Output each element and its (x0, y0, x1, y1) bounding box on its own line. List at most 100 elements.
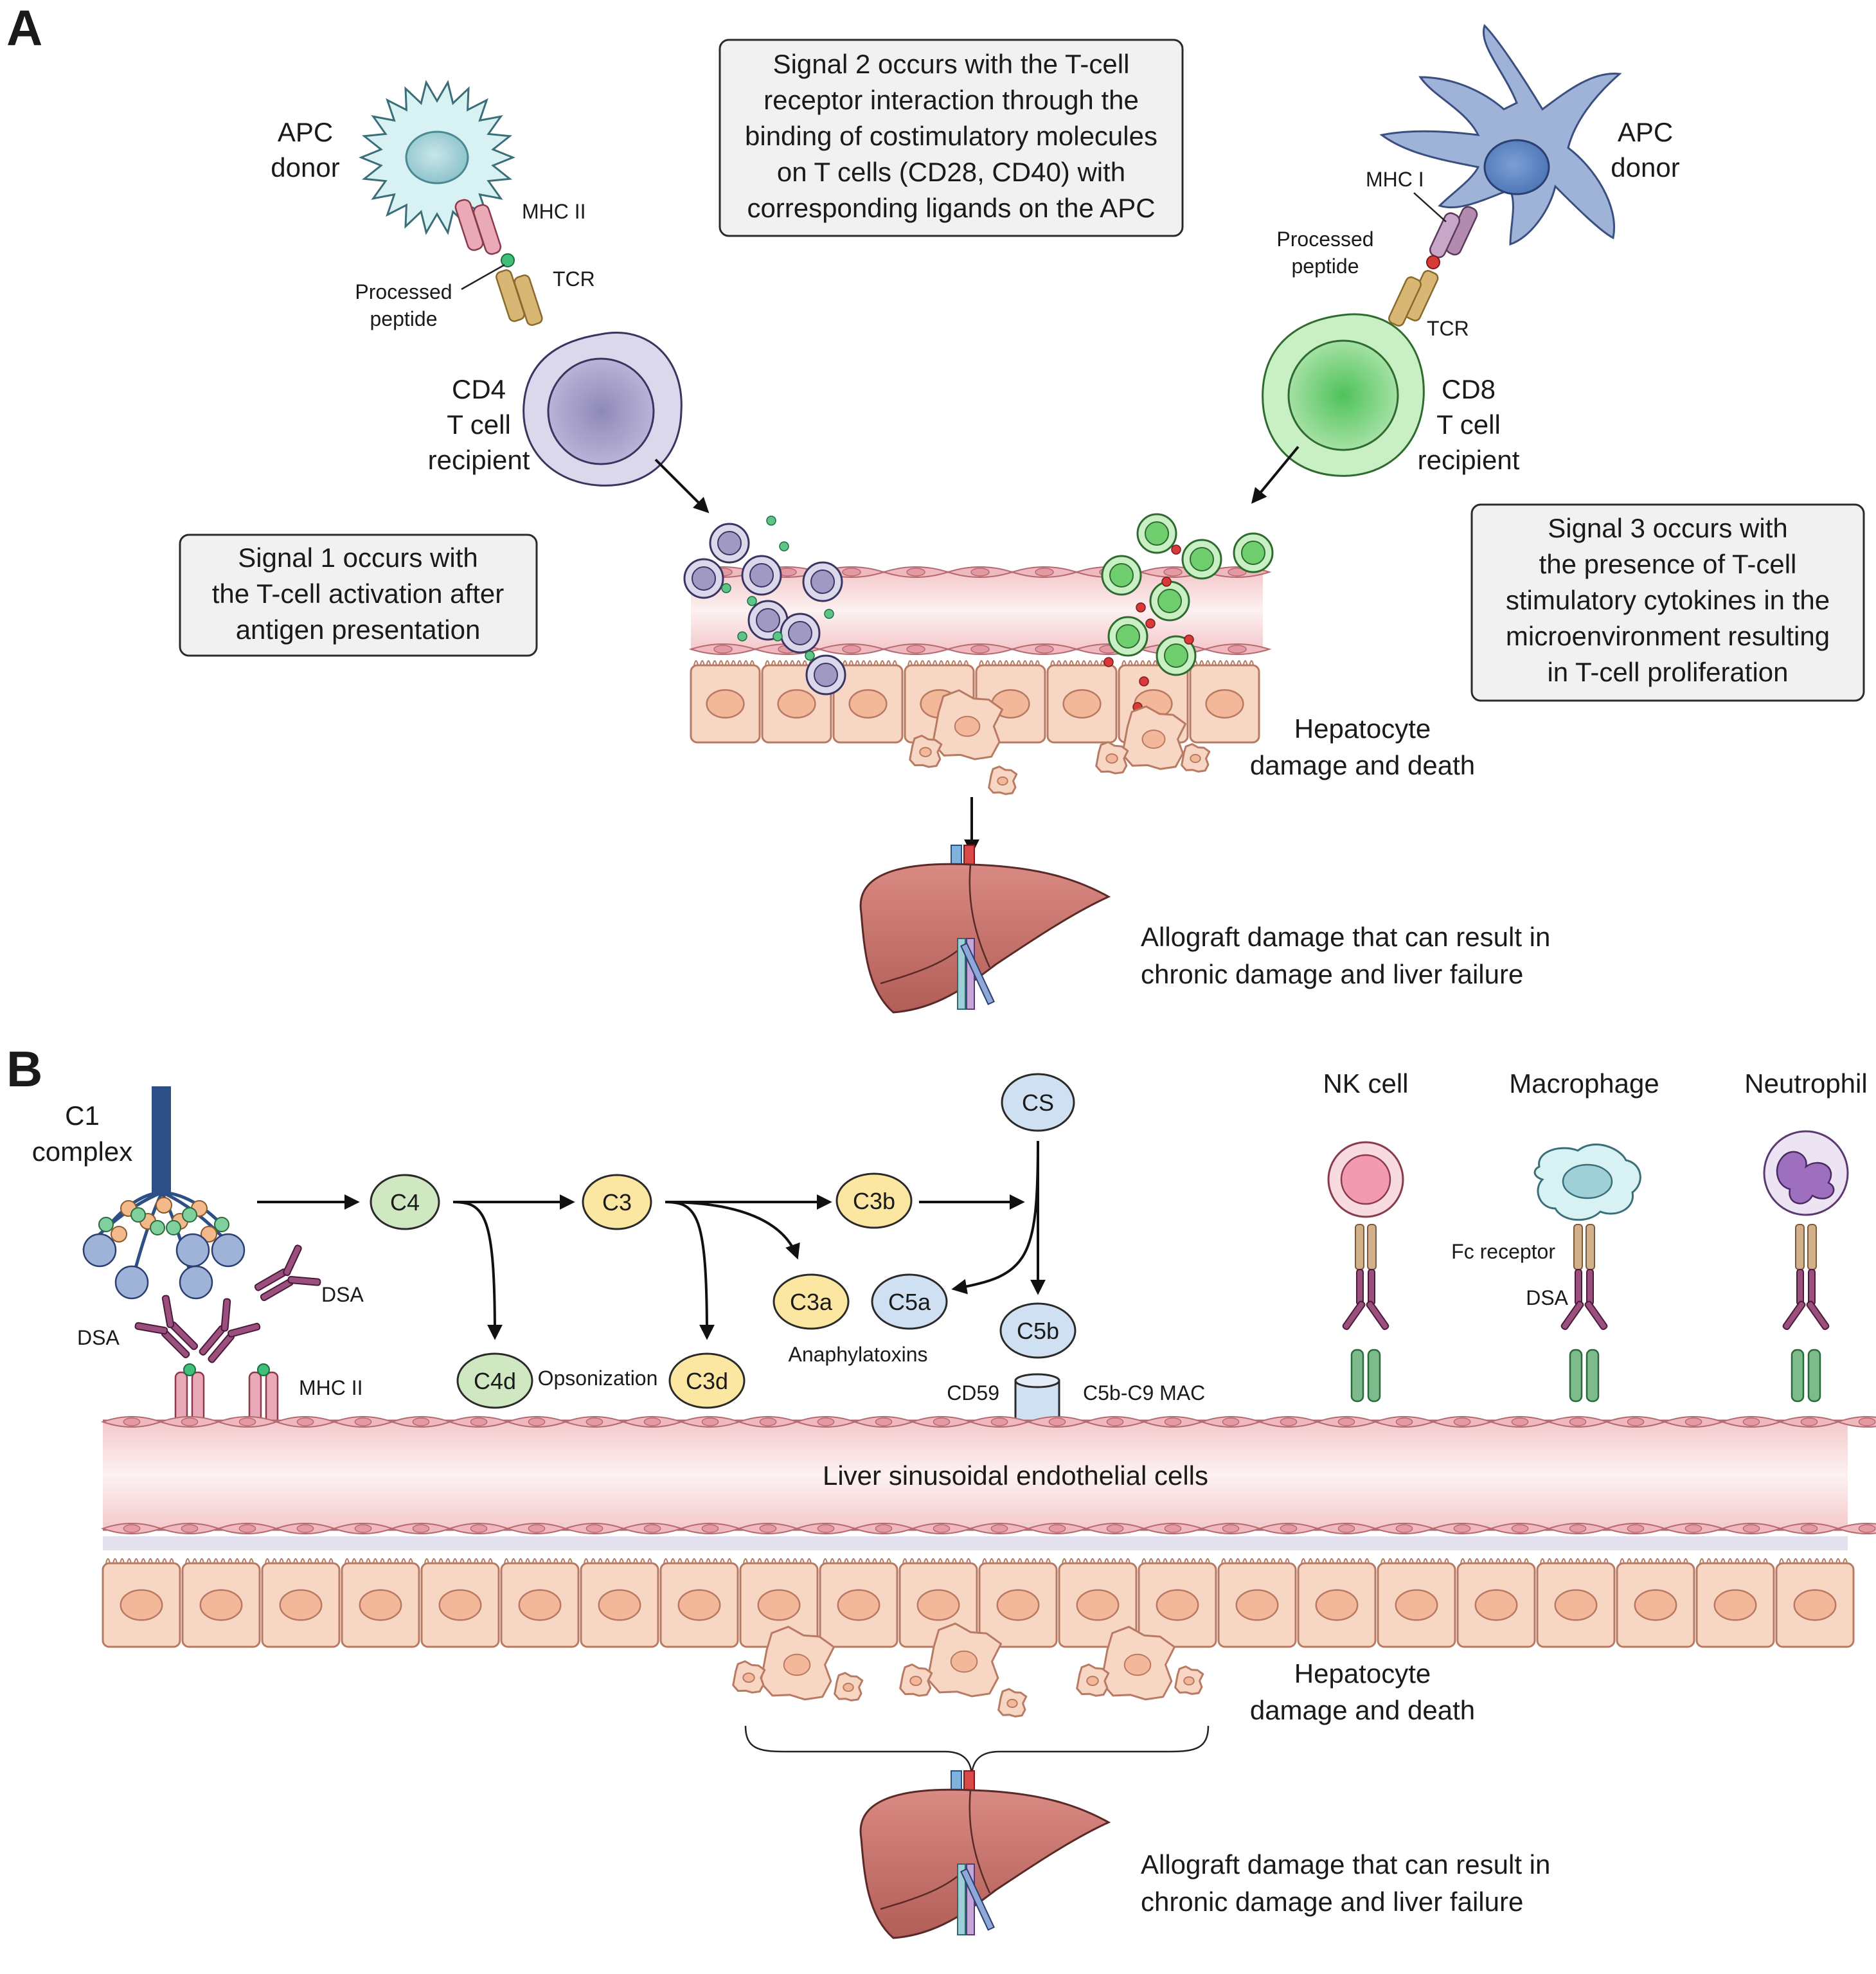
fc-receptor-label: Fc receptor (1451, 1240, 1555, 1263)
dsa-left-antibodies (134, 1244, 321, 1425)
svg-text:C4: C4 (390, 1189, 420, 1216)
signal3-line2: the presence of T-cell (1539, 549, 1797, 579)
hepatocyte-a-label-line1: Hepatocyte (1294, 713, 1431, 744)
anaphylatoxins-label: Anaphylatoxins (788, 1343, 927, 1366)
svg-text:C3b: C3b (853, 1188, 895, 1214)
signal3-box: Signal 3 occurs with the presence of T-c… (1470, 503, 1865, 702)
signal2-line3: binding of costimulatory molecules (745, 121, 1157, 151)
dsa-right-label: DSA (1526, 1286, 1568, 1309)
apc-right-label-line2: donor (1611, 152, 1679, 183)
apc-donor-left-cell (359, 80, 515, 235)
processed-peptide-left-line1: Processed (355, 280, 452, 303)
cd8-label-line3: recipient (1418, 445, 1520, 475)
signal3-line1: Signal 3 occurs with (1548, 513, 1788, 543)
mhc2-tcr-complex-left (454, 199, 543, 326)
signal2-box: Signal 2 occurs with the T-cell receptor… (719, 39, 1184, 237)
panel-a-letter: A (6, 0, 42, 56)
peptide-left-pointer (461, 264, 505, 291)
signal1-line1: Signal 1 occurs with (238, 543, 478, 573)
damaged-hepatocytes-a (909, 689, 1211, 795)
cd4-label-line3: recipient (428, 445, 530, 475)
tcr-left-label: TCR (553, 267, 595, 291)
processed-peptide-left-line2: peptide (370, 307, 438, 330)
signal2-line5: corresponding ligands on the APC (747, 193, 1155, 223)
hepatocyte-b-label-line1: Hepatocyte (1294, 1658, 1431, 1689)
node-cs: CS (1001, 1073, 1075, 1132)
apc-right-label-line1: APC (1618, 117, 1673, 147)
signal3-line4: microenvironment resulting (1506, 621, 1830, 651)
cd8-t-cell (1262, 313, 1425, 477)
mhc2-b-label: MHC II (299, 1376, 363, 1399)
allograft-b-line2: chronic damage and liver failure (1141, 1887, 1523, 1917)
panel-b-letter: B (6, 1041, 42, 1097)
node-c3b: C3b (835, 1172, 913, 1229)
allograft-a-line1: Allograft damage that can result in (1141, 922, 1550, 952)
svg-text:C3: C3 (602, 1189, 632, 1216)
node-c4: C4 (370, 1174, 440, 1230)
svg-text:CS: CS (1022, 1090, 1054, 1116)
signal2-line2: receptor interaction through the (764, 85, 1139, 115)
hepatocyte-b-label-line2: damage and death (1250, 1695, 1475, 1725)
signal1-line3: antigen presentation (236, 615, 481, 645)
mhc1-pointer (1413, 192, 1447, 222)
c1-complex (82, 1086, 246, 1300)
infiltrating-cd4-cells (683, 516, 846, 695)
signal3-line5: in T-cell proliferation (1547, 657, 1788, 687)
mhc1-label: MHC I (1366, 168, 1424, 191)
allograft-a-line2: chronic damage and liver failure (1141, 959, 1523, 989)
cd4-label-line1: CD4 (452, 374, 506, 404)
panel-b-tissue (101, 1416, 1876, 1648)
damage-brace (744, 1725, 1210, 1778)
apc-left-label-line1: APC (278, 117, 333, 147)
tcr-right-label: TCR (1427, 317, 1469, 340)
effector-cells (1327, 1130, 1849, 1403)
cd59-label: CD59 (947, 1381, 999, 1404)
signal2-line4: on T cells (CD28, CD40) with (777, 157, 1125, 187)
endothelial-label: Liver sinusoidal endothelial cells (823, 1460, 1208, 1491)
mhc1-tcr-complex-right (1388, 206, 1478, 327)
damaged-hepatocytes-b (732, 1622, 1204, 1718)
svg-text:C5b: C5b (1017, 1318, 1059, 1344)
dsa-left-upper-label: DSA (321, 1283, 364, 1306)
signal1-line2: the T-cell activation after (212, 579, 504, 609)
liver-b (859, 1770, 1111, 1939)
infiltrating-cd8-cells (1101, 513, 1274, 712)
node-c3a: C3a (773, 1273, 850, 1330)
apc-donor-right-cell (1379, 24, 1622, 246)
cd8-label-line1: CD8 (1442, 374, 1496, 404)
c1-label-line1: C1 (65, 1100, 100, 1131)
node-c3: C3 (582, 1174, 652, 1230)
node-c4d: C4d (456, 1352, 533, 1409)
svg-text:C3a: C3a (790, 1289, 833, 1315)
signal1-box: Signal 1 occurs with the T-cell activati… (179, 534, 538, 657)
mhc2-left-label: MHC II (522, 200, 586, 223)
liver-a (859, 845, 1111, 1014)
cd4-to-tissue-arrow (654, 458, 710, 514)
apc-left-label-line2: donor (271, 152, 339, 183)
allograft-b-line1: Allograft damage that can result in (1141, 1849, 1550, 1880)
cd8-to-tissue-arrow (1251, 445, 1300, 504)
dsa-left-lower-label: DSA (77, 1326, 120, 1349)
node-c5a: C5a (871, 1273, 948, 1330)
neutrophil-label: Neutrophil (1744, 1068, 1867, 1099)
hepatocyte-a-label-line2: damage and death (1250, 750, 1475, 780)
processed-peptide-right-line1: Processed (1276, 228, 1373, 251)
signal2-line1: Signal 2 occurs with the T-cell (773, 49, 1130, 79)
node-c3d: C3d (668, 1352, 746, 1409)
svg-text:C5a: C5a (888, 1289, 931, 1315)
complement-arrows (257, 1140, 1046, 1340)
cd8-label-line2: T cell (1436, 409, 1501, 440)
svg-text:C3d: C3d (686, 1368, 728, 1394)
macrophage-label: Macrophage (1509, 1068, 1659, 1099)
signal3-line3: stimulatory cytokines in the (1506, 585, 1830, 615)
c1-label-line2: complex (32, 1136, 132, 1167)
cd4-t-cell (523, 332, 683, 487)
cd4-label-line2: T cell (447, 409, 511, 440)
svg-text:C4d: C4d (474, 1368, 516, 1394)
processed-peptide-right-line2: peptide (1292, 255, 1359, 278)
opsonization-label: Opsonization (538, 1367, 658, 1390)
mac-label: C5b-C9 MAC (1083, 1381, 1205, 1404)
node-c5b: C5b (999, 1302, 1076, 1359)
nk-cell-label: NK cell (1323, 1068, 1408, 1099)
